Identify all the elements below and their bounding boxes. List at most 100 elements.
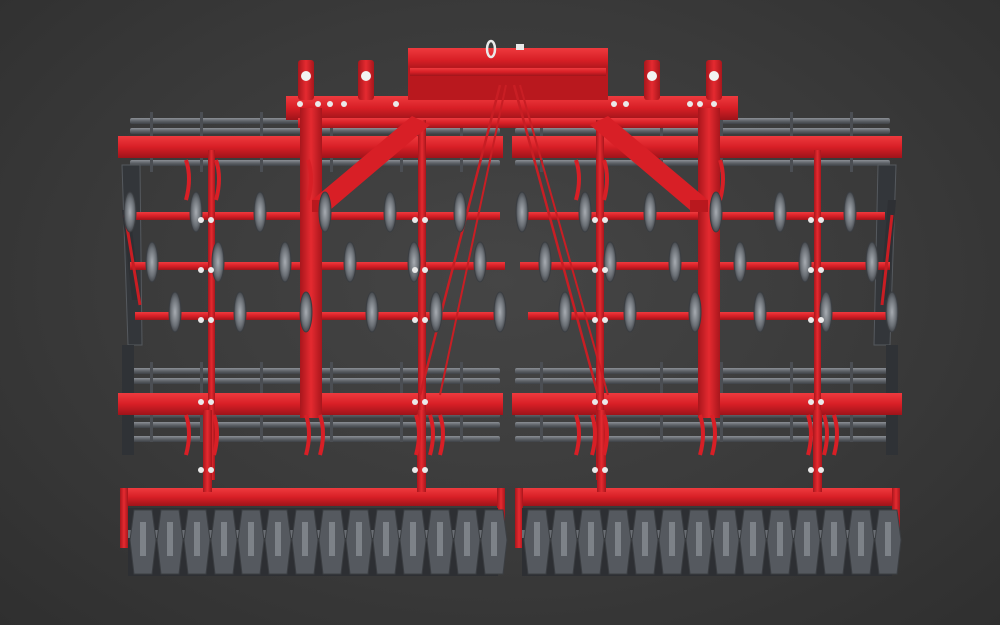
spring-tine (306, 159, 313, 201)
roller-arm (813, 410, 822, 492)
bolt (393, 101, 399, 107)
spring-tine (806, 414, 813, 456)
gauge-wheel (123, 191, 137, 233)
roller-hub (275, 522, 281, 556)
tie-rod-1 (418, 84, 502, 396)
gauge-wheel (515, 191, 529, 233)
bolt (327, 101, 333, 107)
gauge-wheel (623, 291, 637, 333)
bolt (808, 317, 814, 323)
bolt (422, 467, 428, 473)
bolt (602, 317, 608, 323)
roller-hub (588, 522, 594, 556)
bolt (422, 399, 428, 405)
gauge-wheel (773, 191, 787, 233)
bolt (808, 217, 814, 223)
roller-hub (858, 522, 864, 556)
hitch-inner-bar (410, 68, 606, 76)
roller-arm (597, 410, 606, 492)
roller-frame-end-3 (515, 488, 523, 548)
bolt (602, 267, 608, 273)
gauge-wheel (643, 191, 657, 233)
roller-arm (417, 410, 426, 492)
roller-hub (167, 522, 173, 556)
bolt (422, 317, 428, 323)
gauge-wheel (299, 291, 313, 333)
side-rod-right (880, 214, 894, 306)
bolt (341, 101, 347, 107)
roller-hub (723, 522, 729, 556)
gauge-wheel (843, 191, 857, 233)
spring-tine (318, 414, 325, 456)
gauge-wheel (493, 291, 507, 333)
bolt (412, 467, 418, 473)
hydraulic-fitting (647, 71, 657, 81)
roller-hub (140, 522, 146, 556)
bolt (412, 317, 418, 323)
bolt (422, 267, 428, 273)
hydraulic-fitting (361, 71, 371, 81)
gauge-wheel (538, 241, 552, 283)
main-post-left (300, 108, 322, 418)
hitch-ring (485, 39, 497, 59)
roller-hub (464, 522, 470, 556)
top-header-underbeam (298, 118, 720, 128)
roller-hub (248, 522, 254, 556)
roller-frame-beam-right (515, 488, 900, 506)
gauge-wheel (318, 191, 332, 233)
spring-tine (602, 414, 609, 456)
bolt (602, 467, 608, 473)
spring-tine (574, 159, 581, 201)
hydraulic-fitting (301, 71, 311, 81)
roller-hub (534, 522, 540, 556)
bolt (818, 217, 824, 223)
inner-post-0 (208, 150, 215, 480)
bolt (818, 467, 824, 473)
spring-tine (574, 414, 581, 456)
spring-tine (428, 414, 435, 456)
roller-frame-end-1 (120, 488, 128, 548)
tie-rod-2 (439, 84, 507, 396)
inner-post-3 (814, 150, 821, 480)
gauge-wheel (278, 241, 292, 283)
bolt (592, 267, 598, 273)
bolt (611, 101, 617, 107)
spring-tine (718, 159, 725, 201)
spring-tine (438, 414, 445, 456)
bolt (198, 317, 204, 323)
bolt (623, 101, 629, 107)
gauge-wheel (558, 291, 572, 333)
gauge-wheel (753, 291, 767, 333)
bolt (818, 267, 824, 273)
gauge-wheel (343, 241, 357, 283)
roller-frame-beam-left (120, 488, 505, 506)
spring-tine (304, 414, 311, 456)
roller-hub (410, 522, 416, 556)
spring-tine (602, 159, 609, 201)
bolt (687, 101, 693, 107)
gauge-wheel (473, 241, 487, 283)
gauge-wheel (578, 191, 592, 233)
roller-hub (615, 522, 621, 556)
bolt (412, 267, 418, 273)
gauge-wheel (168, 291, 182, 333)
bolt-details (198, 39, 824, 473)
spring-tine (710, 414, 717, 456)
bolt (808, 267, 814, 273)
packer-rollers (128, 508, 902, 576)
gauge-wheel (709, 191, 723, 233)
bolt (592, 317, 598, 323)
tie-rod-3 (512, 84, 600, 396)
roller-hub (696, 522, 702, 556)
bolt (412, 399, 418, 405)
spring-tine (832, 414, 839, 456)
gauge-wheel (383, 191, 397, 233)
roller-hub (437, 522, 443, 556)
gauge-wheel (885, 291, 899, 333)
roller-hub (750, 522, 756, 556)
bolt (208, 267, 214, 273)
bolt (602, 217, 608, 223)
roller-hub (329, 522, 335, 556)
roller-hub (302, 522, 308, 556)
